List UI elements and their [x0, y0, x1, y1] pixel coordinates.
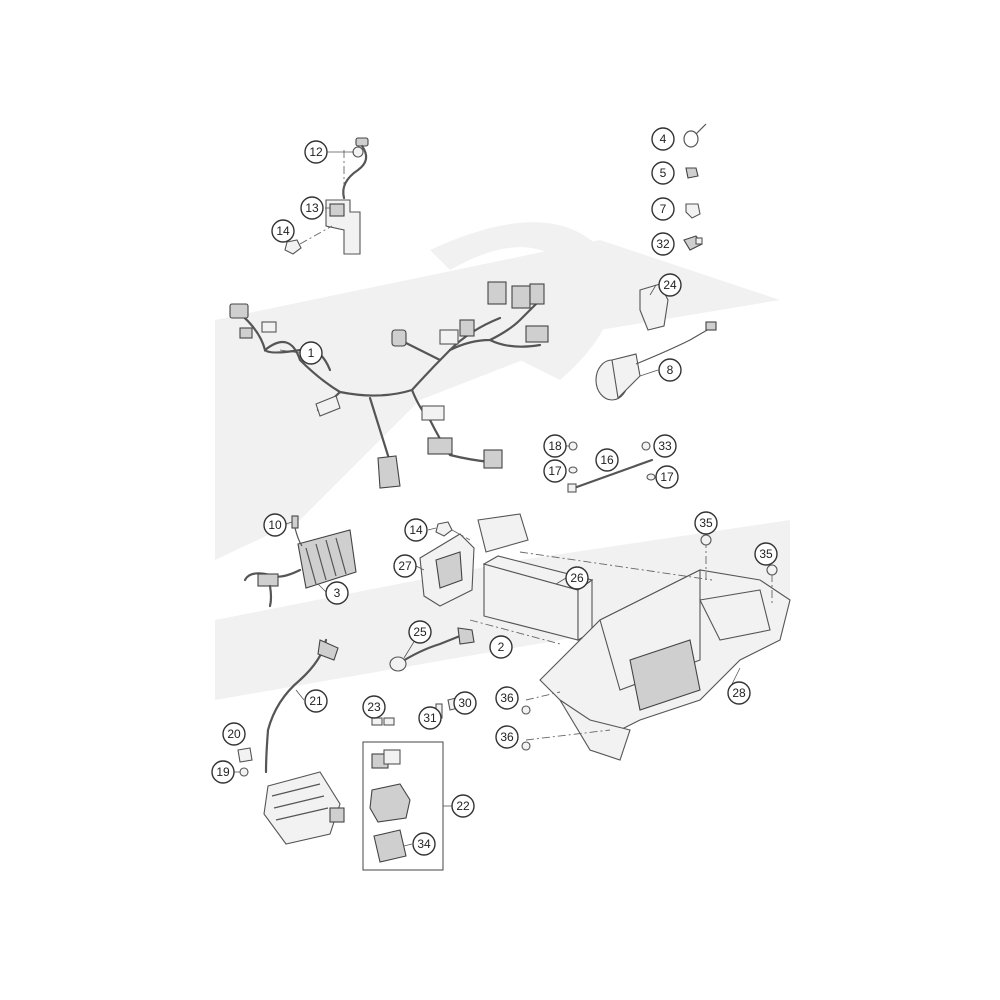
- callout-25: 25: [408, 620, 432, 644]
- part-13-bracket: [299, 199, 361, 255]
- callout-17-right: 17: [655, 465, 679, 489]
- callout-22: 22: [451, 794, 475, 818]
- part-19-nut: [239, 767, 249, 777]
- part-17-washer-left: [568, 466, 578, 474]
- callout-21: 21: [304, 689, 328, 713]
- part-20-cap: [237, 747, 253, 763]
- callout-5-label: 5: [660, 166, 667, 180]
- part-27-relay-holder: [419, 513, 529, 607]
- part-14-nut-mid: [435, 521, 471, 541]
- callout-19: 19: [211, 760, 235, 784]
- callout-14-top-label: 14: [276, 224, 290, 238]
- callout-35-left: 35: [694, 511, 718, 535]
- callout-36-upper: 36: [495, 686, 519, 710]
- callout-3: 3: [325, 581, 349, 605]
- callout-20-label: 20: [227, 727, 241, 741]
- callout-14-mid-label: 14: [409, 523, 423, 537]
- callout-26: 26: [565, 566, 589, 590]
- part-23-fuse: [371, 717, 395, 726]
- callout-26-label: 26: [570, 571, 584, 585]
- callout-36-upper-label: 36: [500, 691, 514, 705]
- callout-32: 32: [651, 232, 675, 256]
- part-4-cable-tie: [683, 123, 707, 148]
- callout-32-label: 32: [656, 237, 670, 251]
- starter-motor: [263, 771, 345, 845]
- callout-7-label: 7: [660, 202, 667, 216]
- part-25-battery-cable: [389, 627, 475, 672]
- callout-10-label: 10: [268, 518, 282, 532]
- callout-4-label: 4: [660, 132, 667, 146]
- callout-34: 34: [412, 832, 436, 856]
- callout-7: 7: [651, 197, 675, 221]
- callout-12: 12: [304, 140, 328, 164]
- callout-33-label: 33: [658, 439, 672, 453]
- part-33-nut: [641, 441, 651, 451]
- callout-24-label: 24: [663, 278, 677, 292]
- callout-12-label: 12: [309, 145, 323, 159]
- callout-20: 20: [222, 722, 246, 746]
- callout-8-label: 8: [667, 363, 674, 377]
- callout-18: 18: [543, 434, 567, 458]
- callout-8: 8: [658, 358, 682, 382]
- part-22-relay-set-box: [362, 741, 452, 871]
- callout-5: 5: [651, 161, 675, 185]
- callout-22-label: 22: [456, 799, 470, 813]
- part-18-screw: [568, 441, 578, 451]
- part-26-battery: [482, 555, 594, 641]
- callout-25-label: 25: [413, 625, 427, 639]
- callout-2-label: 2: [498, 640, 505, 654]
- part-8-horn: [595, 321, 717, 401]
- callout-35-left-label: 35: [699, 516, 713, 530]
- callout-3-label: 3: [334, 586, 341, 600]
- part-12-sensor-cable: [342, 137, 369, 200]
- callout-31-label: 31: [423, 711, 437, 725]
- callout-34-label: 34: [417, 837, 431, 851]
- callout-17-left: 17: [543, 459, 567, 483]
- part-21-starter-cable: [264, 638, 339, 774]
- part-3-voltage-regulator: [243, 529, 357, 608]
- part-28-battery-box-frame: [519, 534, 791, 761]
- part-5-clip: [685, 167, 699, 179]
- callout-27: 27: [393, 554, 417, 578]
- callout-1: 1: [299, 341, 323, 365]
- callout-23: 23: [362, 695, 386, 719]
- part-34-relay: [373, 829, 407, 863]
- callout-36-lower-label: 36: [500, 730, 514, 744]
- callout-23-label: 23: [367, 700, 381, 714]
- callout-16-label: 16: [600, 453, 614, 467]
- callout-27-label: 27: [398, 559, 412, 573]
- callout-36-lower: 36: [495, 725, 519, 749]
- callout-21-label: 21: [309, 694, 323, 708]
- callout-18-label: 18: [548, 439, 562, 453]
- part-16-bolt: [567, 458, 654, 493]
- callout-17-right-label: 17: [660, 470, 674, 484]
- callout-14-mid: 14: [404, 518, 428, 542]
- part-10-plug: [291, 515, 303, 547]
- callout-28: 28: [727, 681, 751, 705]
- callout-1-label: 1: [308, 346, 315, 360]
- part-17-washer-right: [646, 473, 656, 481]
- callout-31: 31: [418, 706, 442, 730]
- part-7-holder: [685, 203, 701, 219]
- callout-4: 4: [651, 127, 675, 151]
- callout-2: 2: [489, 635, 513, 659]
- part-1-main-wiring-harness: [229, 281, 549, 489]
- callout-13-label: 13: [305, 201, 319, 215]
- callout-30: 30: [453, 691, 477, 715]
- part-14-nut-top: [284, 239, 302, 255]
- callout-35-right-label: 35: [759, 547, 773, 561]
- part-32-connector: [683, 235, 703, 251]
- callout-24: 24: [658, 273, 682, 297]
- callout-16: 16: [595, 448, 619, 472]
- callout-10: 10: [263, 513, 287, 537]
- callout-35-right: 35: [754, 542, 778, 566]
- callout-33: 33: [653, 434, 677, 458]
- callout-28-label: 28: [732, 686, 746, 700]
- callout-17-left-label: 17: [548, 464, 562, 478]
- callout-30-label: 30: [458, 696, 472, 710]
- callout-19-label: 19: [216, 765, 230, 779]
- callout-13: 13: [300, 196, 324, 220]
- callout-14-top: 14: [271, 219, 295, 243]
